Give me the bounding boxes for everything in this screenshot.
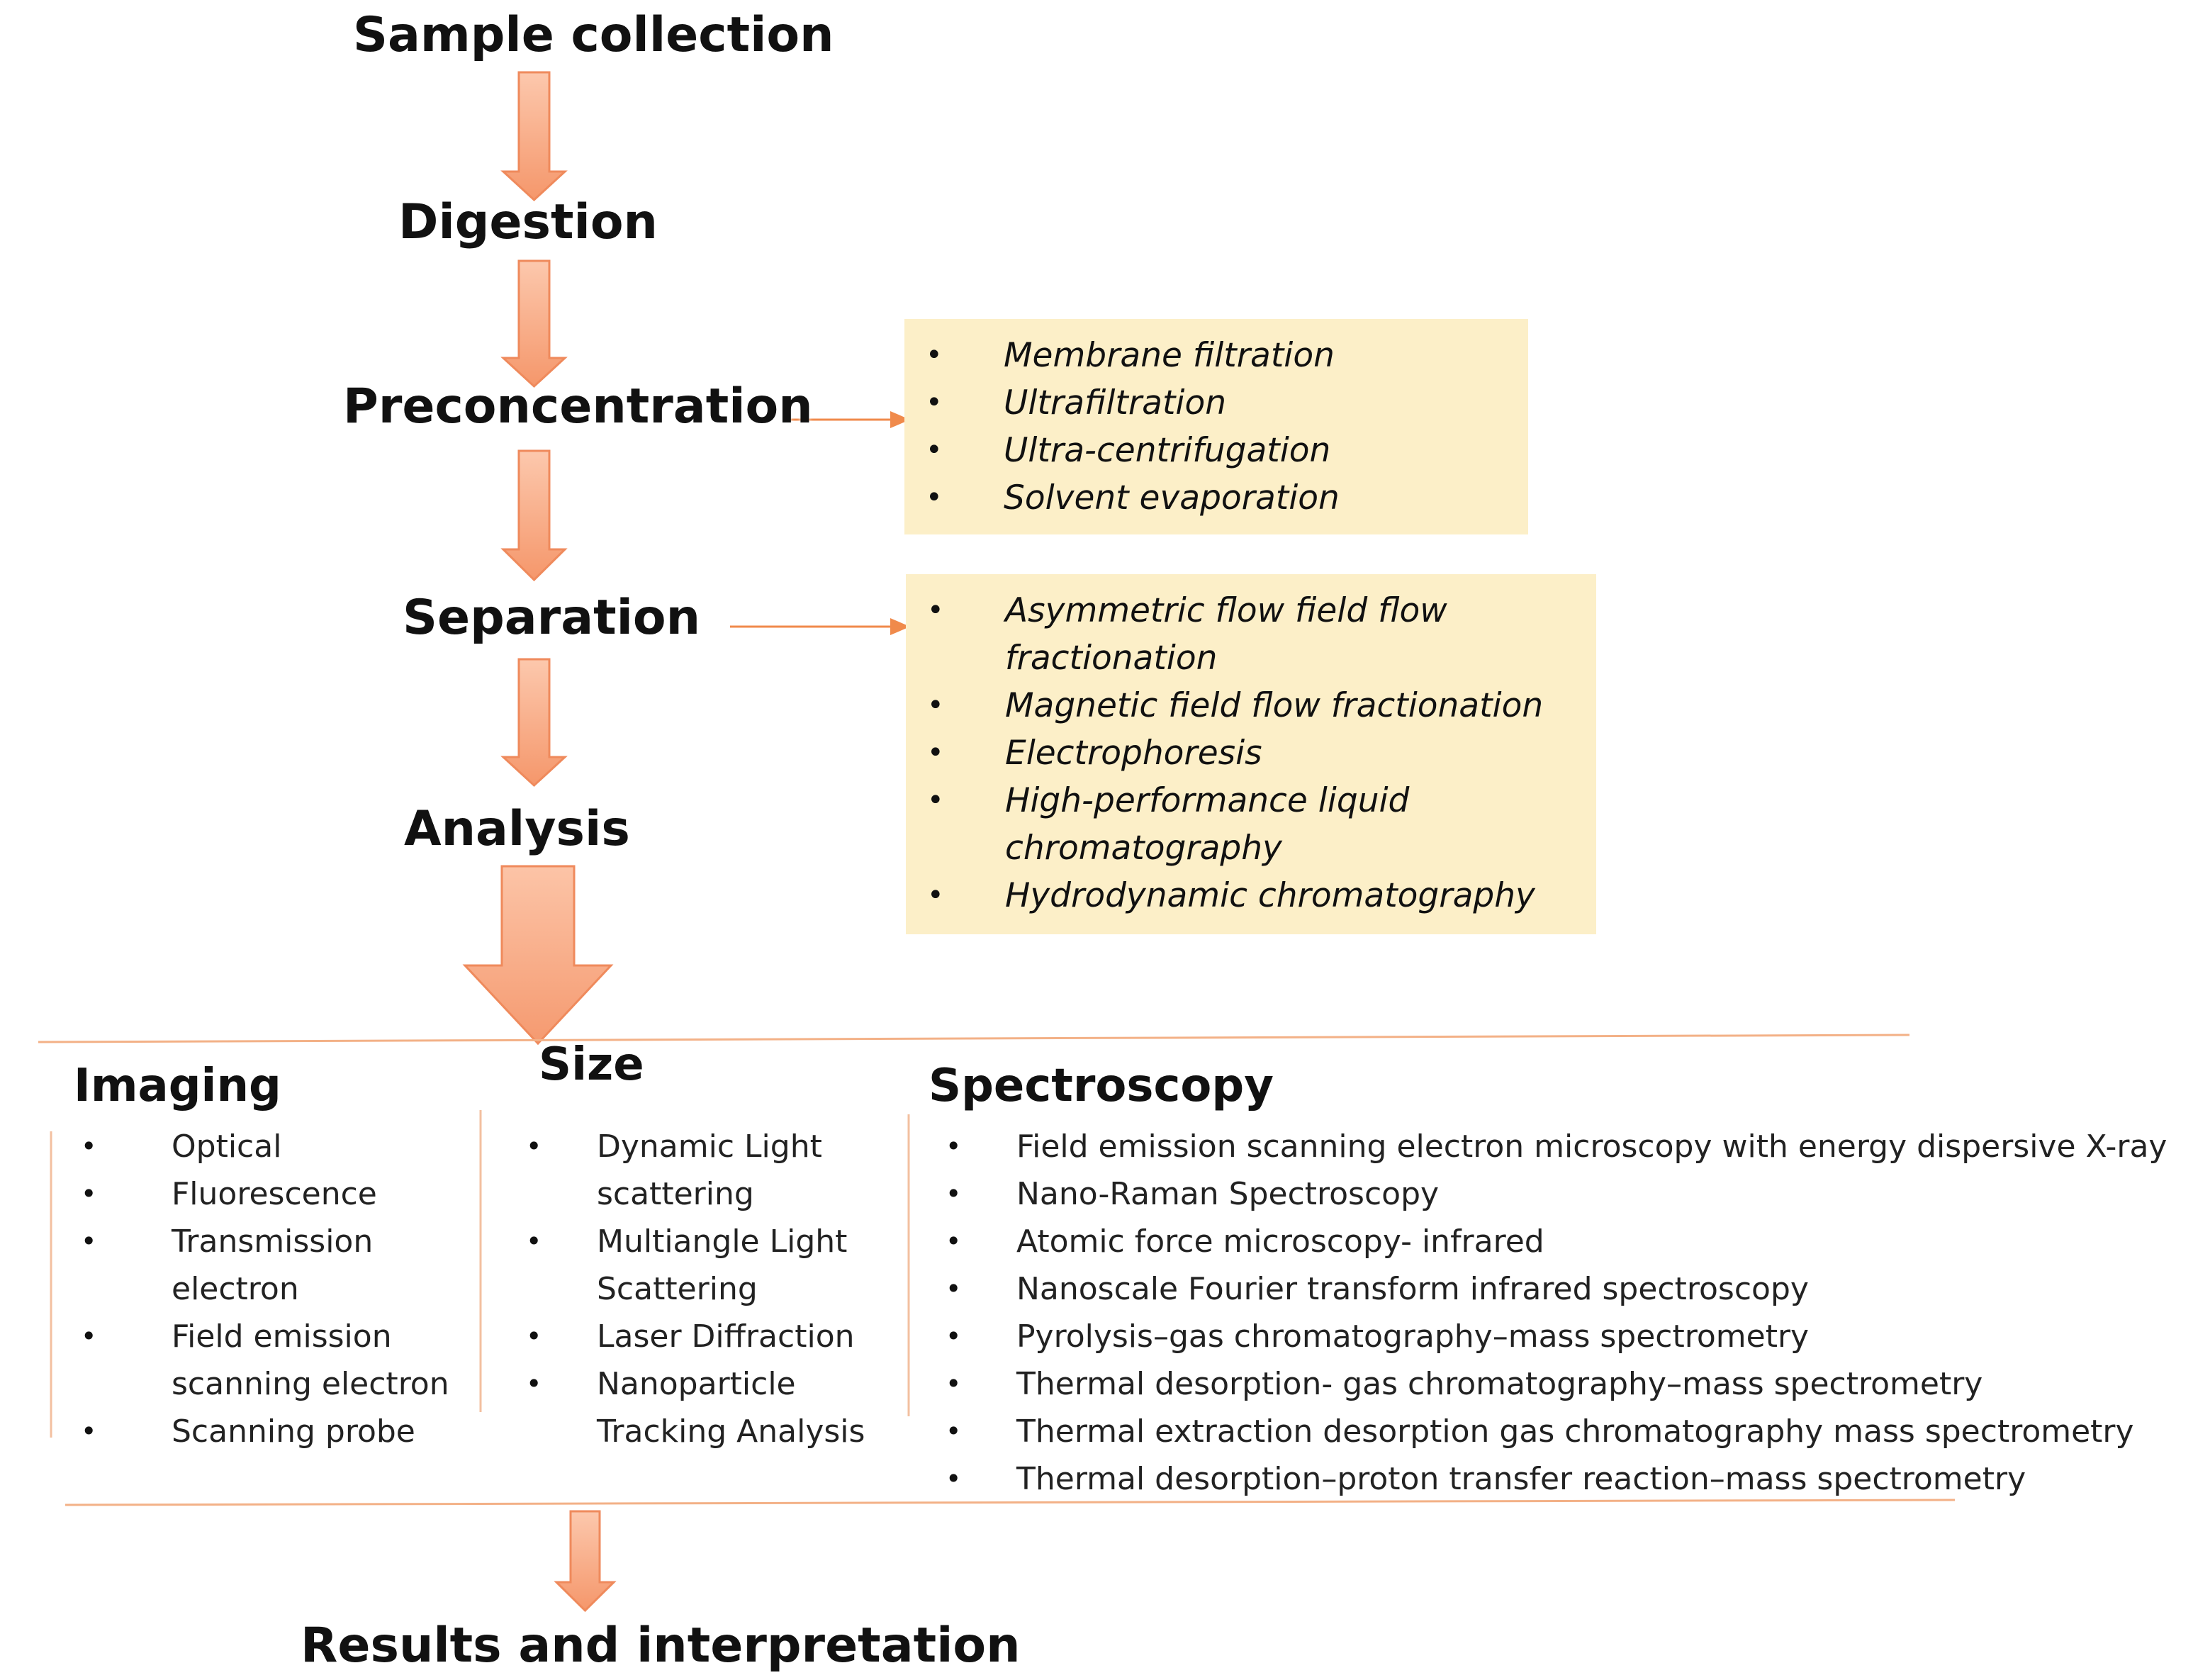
list-item: Field emission scanning electron microsc… — [946, 1123, 2179, 1170]
preconcentration-methods-box: Membrane filtration Ultrafiltration Ultr… — [904, 319, 1528, 534]
arrow-digestion-to-preconcentration — [500, 259, 568, 388]
step-digestion: Digestion — [398, 194, 658, 250]
step-preconcentration: Preconcentration — [343, 379, 813, 435]
list-item: Solvent evaporation — [904, 474, 1528, 522]
arrow-analysis-to-methods — [462, 865, 614, 1046]
list-item: Laser Diffraction — [526, 1313, 894, 1360]
arrow-collection-to-digestion — [500, 71, 568, 202]
list-item: Transmission electron — [71, 1218, 468, 1313]
list-item: Fluorescence — [71, 1170, 468, 1218]
imaging-heading: Imaging — [74, 1060, 281, 1112]
list-item: Magnetic field flow fractionation — [906, 682, 1575, 729]
step-results: Results and interpretation — [301, 1618, 1021, 1674]
arrow-preconcentration-to-separation — [500, 449, 568, 582]
spectroscopy-heading: Spectroscopy — [929, 1060, 1274, 1112]
list-item: Ultra-centrifugation — [904, 427, 1528, 474]
step-separation: Separation — [403, 590, 701, 646]
list-item: Nanoparticle Tracking Analysis — [526, 1360, 894, 1455]
list-item: Nanoscale Fourier transform infrared spe… — [946, 1265, 2179, 1313]
pointer-preconcentration — [783, 411, 910, 428]
arrow-methods-to-results — [554, 1510, 617, 1613]
list-item: Dynamic Light scattering — [526, 1123, 894, 1218]
list-item: Nano-Raman Spectroscopy — [946, 1170, 2179, 1218]
size-list: Dynamic Light scattering Multiangle Ligh… — [526, 1123, 894, 1455]
step-sample-collection: Sample collection — [353, 7, 834, 63]
list-item: Optical — [71, 1123, 468, 1170]
list-item: Thermal extraction desorption gas chroma… — [946, 1408, 2179, 1455]
list-item: Pyrolysis–gas chromatography–mass spectr… — [946, 1313, 2179, 1360]
list-item: Electrophoresis — [906, 729, 1575, 777]
list-item: Thermal desorption- gas chromatography–m… — [946, 1360, 2179, 1408]
arrow-separation-to-analysis — [500, 658, 568, 788]
list-item: Membrane filtration — [904, 332, 1528, 379]
pointer-separation — [730, 618, 910, 635]
spectroscopy-list: Field emission scanning electron microsc… — [946, 1123, 2179, 1503]
list-item: Field emission scanning electron — [71, 1313, 468, 1408]
list-item: High-performance liquid chromatography — [906, 777, 1575, 872]
rule-top — [38, 1034, 1910, 1043]
list-item: Multiangle Light Scattering — [526, 1218, 894, 1313]
step-analysis: Analysis — [404, 801, 630, 857]
list-item: Ultrafiltration — [904, 379, 1528, 427]
list-item: Thermal desorption–proton transfer react… — [946, 1455, 2179, 1503]
list-item: Scanning probe — [71, 1408, 468, 1455]
list-item: Asymmetric flow field flow fractionation — [906, 587, 1575, 682]
imaging-list: Optical Fluorescence Transmission electr… — [71, 1123, 468, 1455]
size-heading: Size — [539, 1038, 644, 1091]
list-item: Atomic force microscopy- infrared — [946, 1218, 2179, 1265]
list-item: Hydrodynamic chromatography — [906, 872, 1575, 919]
separation-methods-box: Asymmetric flow field flow fractionation… — [906, 574, 1596, 934]
